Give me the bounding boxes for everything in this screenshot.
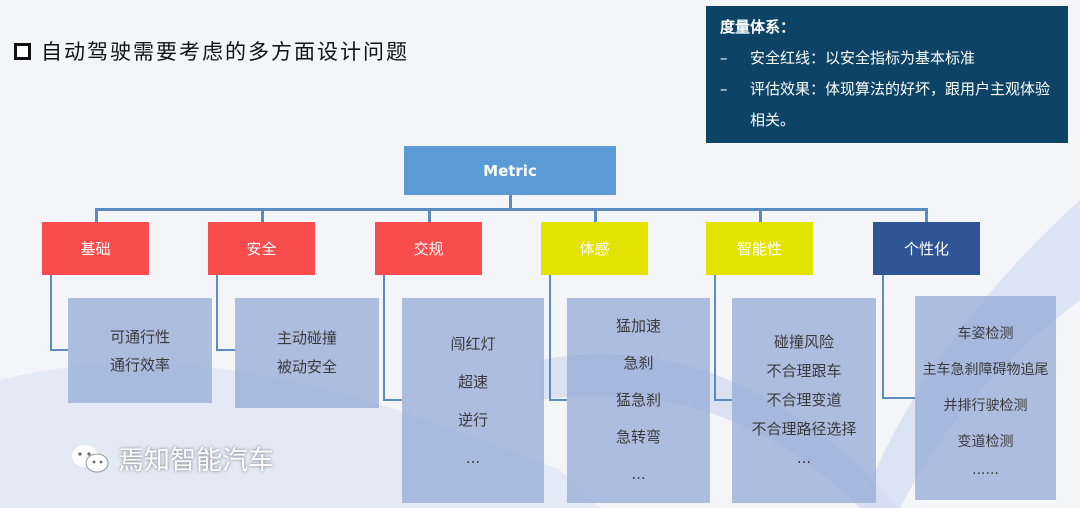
detail-box-comfort: 猛加速 急刹 猛急刹 急转弯 ... [567, 298, 710, 503]
connector-line [428, 208, 431, 222]
wechat-icon [72, 444, 109, 472]
detail-item: 可通行性 [109, 327, 170, 346]
detail-item: 并排行驶检测 [943, 398, 1028, 414]
connector-line [882, 275, 884, 399]
slide-title-text: 自动驾驶需要考虑的多方面设计问题 [41, 40, 409, 64]
detail-item: ... [465, 448, 481, 467]
detail-item: 不合理路径选择 [751, 420, 857, 438]
connector-line [594, 208, 597, 222]
category-comfort: 体感 [541, 222, 648, 275]
detail-item: 主动碰撞 [276, 329, 337, 347]
detail-item: 车姿检测 [957, 326, 1014, 342]
connector-line [882, 397, 915, 399]
detail-item: 主车急刹障碍物追尾 [922, 362, 1049, 378]
detail-item: 被动安全 [276, 358, 337, 376]
detail-box-safety: 主动碰撞 被动安全 [235, 298, 379, 408]
dash: – [720, 80, 728, 98]
connector-line [714, 399, 732, 401]
detail-item: 闯红灯 [450, 334, 496, 353]
connector-line [925, 208, 928, 222]
detail-item: 猛急刹 [615, 391, 661, 409]
detail-box-traffic-rules: 闯红灯 超速 逆行 ... [402, 298, 544, 503]
slide-title: 自动驾驶需要考虑的多方面设计问题 [14, 36, 409, 66]
detail-item: 超速 [457, 372, 488, 391]
connector-line [50, 349, 68, 351]
category-traffic-rules: 交规 [375, 222, 482, 275]
checkbox-bullet-icon [14, 42, 31, 60]
connector-line [549, 399, 567, 401]
watermark: 焉知智能汽车 [70, 440, 274, 477]
detail-item: ... [796, 449, 812, 467]
connector-line [714, 275, 716, 401]
connector-line [383, 275, 385, 401]
connector-line [509, 195, 512, 210]
detail-box-intelligence: 碰撞风险 不合理跟车 不合理变道 不合理路径选择 ... [732, 298, 876, 503]
detail-item: 逆行 [457, 410, 488, 429]
info-item: – 评估效果：体现算法的好坏，跟用户主观体验相关。 [720, 74, 1054, 136]
detail-item: 不合理跟车 [766, 362, 842, 380]
detail-item: 通行效率 [109, 355, 170, 374]
detail-item: 变道检测 [957, 434, 1014, 450]
connector-line [261, 208, 264, 222]
connector-line [216, 275, 218, 351]
detail-item: ...... [972, 462, 999, 478]
info-text: 安全红线：以安全指标为基本标准 [750, 49, 976, 67]
detail-box-personalization: 车姿检测 主车急刹障碍物追尾 并排行驶检测 变道检测 ...... [915, 296, 1056, 500]
category-personalization: 个性化 [873, 222, 980, 275]
metric-system-info-box: 度量体系： – 安全红线：以安全指标为基本标准 – 评估效果：体现算法的好坏，跟用户… [706, 6, 1068, 143]
info-text: 评估效果：体现算法的好坏，跟用户主观体验相关。 [750, 80, 1051, 129]
connector-line [549, 275, 551, 401]
connector-line [383, 399, 402, 401]
detail-item: 碰撞风险 [773, 333, 834, 351]
detail-item: 不合理变道 [766, 391, 842, 409]
detail-item: 急刹 [623, 354, 654, 372]
connector-line [216, 349, 235, 351]
category-safety: 安全 [208, 222, 315, 275]
category-basic: 基础 [42, 222, 149, 275]
metric-root-node: Metric [404, 146, 616, 195]
dash: – [720, 49, 728, 67]
detail-item: 急转弯 [615, 428, 661, 446]
watermark-text: 焉知智能汽车 [118, 446, 275, 476]
info-heading: 度量体系： [720, 18, 796, 36]
connector-line [50, 275, 52, 351]
connector-line [95, 208, 98, 222]
detail-item: 猛加速 [615, 317, 661, 335]
detail-item: ... [631, 465, 646, 483]
connector-line [759, 208, 762, 222]
connector-line [95, 208, 927, 211]
detail-box-basic: 可通行性 通行效率 [68, 298, 212, 403]
category-intelligence: 智能性 [706, 222, 813, 275]
info-item: – 安全红线：以安全指标为基本标准 [720, 43, 1054, 74]
